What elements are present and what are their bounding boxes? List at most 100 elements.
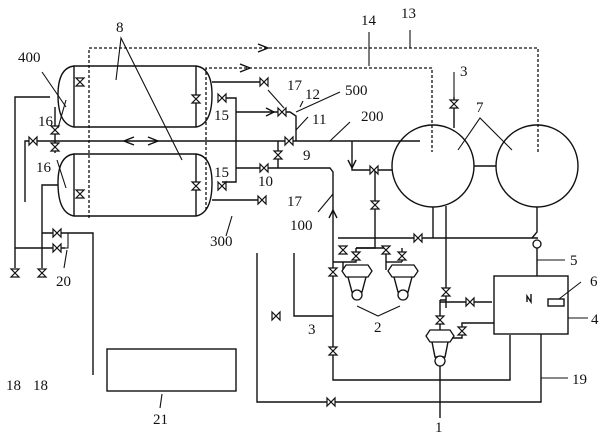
leader-100 xyxy=(317,193,334,213)
valve-icon xyxy=(259,162,269,174)
valve-icon xyxy=(259,76,269,88)
valve-icon xyxy=(272,150,284,160)
valve-icon xyxy=(448,99,460,109)
valve-icon xyxy=(413,232,423,244)
leader-400b xyxy=(57,99,67,129)
tank-upper xyxy=(57,65,213,128)
label-18b: 18 xyxy=(33,378,48,394)
valve-icon xyxy=(190,94,202,104)
valve-icon xyxy=(190,181,202,191)
leader-500 xyxy=(295,91,341,113)
label-20: 20 xyxy=(56,274,71,290)
dashed-line-14 xyxy=(205,63,433,210)
pipe-20-upper xyxy=(42,232,94,375)
valve-icon xyxy=(9,268,21,278)
label-15-lower: 15 xyxy=(214,165,229,181)
leader-6 xyxy=(558,281,582,300)
label-16-lower: 16 xyxy=(36,160,52,176)
valve-icon xyxy=(369,200,381,210)
sphere-left xyxy=(391,124,475,208)
label-13: 13 xyxy=(401,6,416,22)
label-6: 6 xyxy=(590,274,598,290)
valve-icon xyxy=(369,164,379,176)
leader-300 xyxy=(225,215,233,237)
pipe-3-mid xyxy=(293,253,333,317)
leader-400 xyxy=(41,71,67,108)
sensor-symbol xyxy=(526,293,532,305)
pipe-200 xyxy=(351,141,392,171)
valve-icon xyxy=(465,296,475,308)
label-15-upper: 15 xyxy=(214,108,229,124)
cabinet-4 xyxy=(493,275,569,335)
valve-icon xyxy=(52,227,62,239)
label-17-lower: 17 xyxy=(287,194,303,210)
valve-icon xyxy=(217,92,227,104)
valve-icon xyxy=(257,194,267,206)
pipe-19 xyxy=(256,253,542,403)
label-14: 14 xyxy=(361,13,377,29)
valve-icon xyxy=(327,346,339,356)
label-4: 4 xyxy=(591,312,599,328)
valve-icon xyxy=(440,287,452,297)
leader-200 xyxy=(329,121,351,142)
label-1: 1 xyxy=(435,420,443,436)
leader-21 xyxy=(159,393,163,409)
unit-21 xyxy=(106,348,237,392)
label-2: 2 xyxy=(374,320,382,336)
pipe-18a xyxy=(14,96,50,268)
valves xyxy=(9,76,475,408)
sphere-right xyxy=(495,124,579,208)
pipe-15 xyxy=(222,97,237,183)
label-18a: 18 xyxy=(6,378,21,394)
label-19: 19 xyxy=(572,372,587,388)
valve-icon xyxy=(396,251,408,261)
valve-icon xyxy=(326,396,336,408)
pump-1 xyxy=(425,329,455,367)
valve-icon xyxy=(380,245,392,255)
valve-icon xyxy=(456,326,468,336)
leader-11 xyxy=(295,116,309,131)
label-400: 400 xyxy=(18,50,41,66)
valve-icon xyxy=(337,245,349,255)
valve-icon xyxy=(49,125,61,135)
leader-12 xyxy=(267,89,285,109)
gauge-icon xyxy=(532,239,542,249)
indicator-6 xyxy=(547,298,565,307)
tank-lower xyxy=(57,153,213,217)
valve-icon xyxy=(36,268,48,278)
valve-icon xyxy=(277,106,287,118)
valve-icon xyxy=(350,251,362,261)
valve-icon xyxy=(271,310,281,322)
label-21: 21 xyxy=(153,412,168,428)
label-8: 8 xyxy=(116,20,124,36)
pipe-100 xyxy=(236,167,511,381)
label-3-top: 3 xyxy=(460,64,468,80)
leader-2 xyxy=(356,305,401,317)
leader-7 xyxy=(457,117,513,151)
pipe-18b xyxy=(41,184,58,268)
label-10: 10 xyxy=(258,174,273,190)
leader-20 xyxy=(63,249,68,269)
valve-icon xyxy=(28,135,38,147)
label-11: 11 xyxy=(312,112,326,128)
label-9: 9 xyxy=(303,148,311,164)
label-12: 12 xyxy=(305,87,320,103)
label-3-mid: 3 xyxy=(308,322,316,338)
valve-icon xyxy=(74,189,86,199)
leader-8 xyxy=(115,36,183,161)
valve-icon xyxy=(74,77,86,87)
valve-icon xyxy=(327,267,339,277)
valve-icon xyxy=(434,315,446,325)
valve-icon xyxy=(52,242,62,254)
label-200: 200 xyxy=(361,109,384,125)
valve-icon xyxy=(217,180,227,192)
label-5: 5 xyxy=(570,253,578,269)
label-7: 7 xyxy=(476,100,484,116)
label-16-upper: 16 xyxy=(38,114,54,130)
valve-icon xyxy=(49,142,61,152)
leader-16 xyxy=(56,159,67,189)
pipe-500 xyxy=(236,111,297,141)
label-500: 500 xyxy=(345,83,368,99)
label-17-upper: 17 xyxy=(287,78,303,94)
